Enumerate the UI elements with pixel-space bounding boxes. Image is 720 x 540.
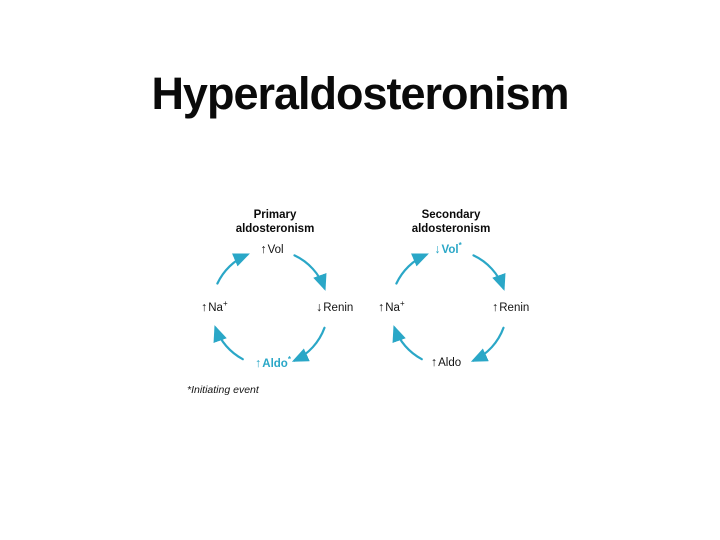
secondary-arc-bottom-left: [392, 325, 423, 361]
primary-node-na: ↑Na+: [201, 299, 228, 315]
initiating-event-footnote: *Initiating event: [187, 384, 259, 396]
node-label: Na: [208, 302, 223, 314]
aldosteronism-cycles-diagram: Primary aldosteronism Secondary aldoster…: [180, 200, 545, 410]
secondary-node-na: ↑Na+: [378, 299, 405, 315]
secondary-node-vol-initiating: ↓Vol*: [434, 241, 462, 257]
up-arrow-icon: ↑: [255, 356, 262, 370]
node-label: Vol: [267, 244, 284, 256]
down-arrow-icon: ↓: [434, 242, 441, 256]
up-arrow-icon: ↑: [260, 242, 267, 256]
primary-arc-top-left: [216, 253, 250, 285]
primary-node-renin: ↓Renin: [316, 301, 353, 315]
secondary-arc-bottom-right: [470, 326, 505, 362]
secondary-node-aldo: ↑Aldo: [431, 356, 461, 370]
secondary-arc-top-left: [395, 253, 429, 285]
node-label: Renin: [323, 302, 354, 314]
secondary-node-renin: ↑Renin: [492, 301, 529, 315]
down-arrow-icon: ↓: [316, 300, 323, 314]
primary-arc-bottom-left: [213, 325, 244, 361]
node-label: Aldo: [438, 357, 462, 369]
node-superscript: +: [222, 299, 228, 309]
up-arrow-icon: ↑: [378, 300, 385, 314]
secondary-arc-top-right: [472, 254, 506, 291]
node-label: Na: [385, 302, 400, 314]
node-label: Vol: [441, 244, 459, 256]
up-arrow-icon: ↑: [201, 300, 208, 314]
up-arrow-icon: ↑: [430, 355, 438, 369]
up-arrow-icon: ↑: [492, 300, 499, 314]
cycle-arrows-graphic: [213, 253, 506, 362]
primary-aldosteronism-heading: Primary aldosteronism: [235, 209, 315, 236]
secondary-aldosteronism-heading: Secondary aldosteronism: [411, 209, 491, 236]
primary-node-aldo-initiating: ↑Aldo*: [255, 355, 291, 371]
primary-arc-bottom-right: [291, 326, 326, 362]
primary-arc-top-right: [293, 254, 327, 291]
node-superscript: *: [287, 355, 291, 365]
node-superscript: *: [458, 241, 462, 251]
node-label: Aldo: [262, 358, 288, 370]
node-superscript: +: [399, 299, 405, 309]
slide-title: Hyperaldosteronism: [151, 68, 569, 120]
primary-node-vol: ↑Vol: [260, 243, 283, 257]
node-label: Renin: [499, 302, 530, 314]
